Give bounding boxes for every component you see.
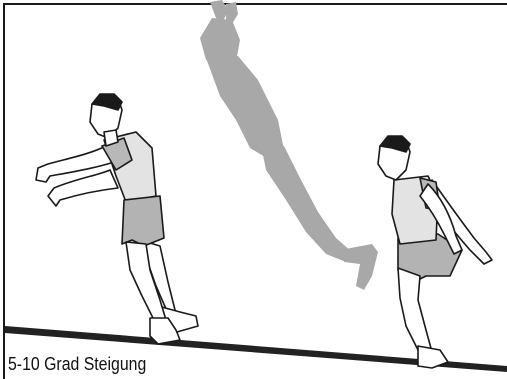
slope-caption: 5-10 Grad Steigung [8,354,146,375]
crouching-runner [378,136,492,368]
walking-runner [36,94,198,344]
jumping-silhouette [200,0,378,290]
